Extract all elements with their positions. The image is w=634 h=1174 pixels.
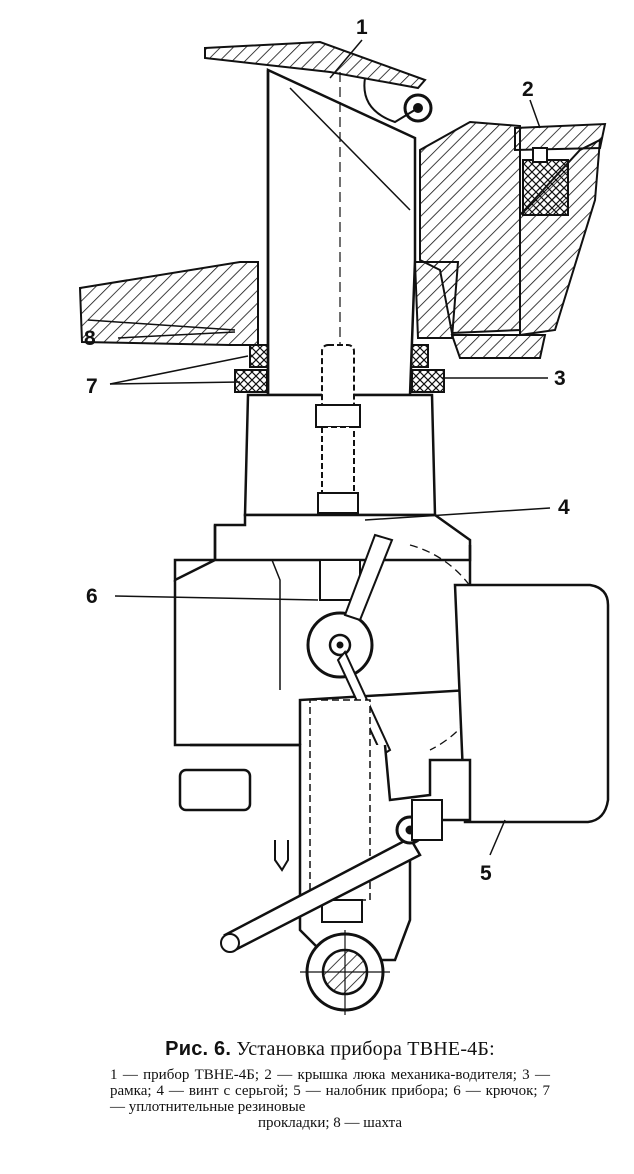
callout-8: 8	[84, 327, 96, 350]
leader-lines	[109, 39, 551, 856]
seal-pads	[234, 344, 445, 393]
lower-body	[178, 699, 472, 1015]
callout-3: 3	[554, 367, 566, 390]
callout-5: 5	[480, 862, 492, 885]
callout-6: 6	[86, 585, 98, 608]
callout-2: 2	[522, 78, 534, 101]
callout-1: 1	[356, 16, 368, 39]
legend-text: 1 — прибор ТВНЕ-4Б; 2 — крышка люка меха…	[110, 1067, 550, 1115]
technical-drawing: 1 2 3 4 5 6 7 8	[78, 16, 610, 1015]
caption-legend: 1 — прибор ТВНЕ-4Б; 2 — крышка люка меха…	[110, 1067, 550, 1131]
hatch-lid	[204, 40, 427, 90]
figure-caption: Рис. 6. Установка прибора ТВНЕ-4Б: 1 — п…	[110, 1038, 550, 1131]
figure-number: Рис. 6.	[165, 1038, 232, 1060]
callout-4: 4	[558, 496, 570, 519]
callout-labels: 1 2 3 4 5 6 7 8	[84, 16, 570, 885]
shaft	[78, 261, 460, 346]
callout-7: 7	[86, 375, 98, 398]
legend-text-last: прокладки; 8 — шахта	[257, 1115, 403, 1131]
hinge	[363, 77, 433, 124]
screw-with-shackle	[315, 344, 361, 562]
handle	[220, 799, 443, 953]
driver-hatch-cover	[419, 120, 607, 359]
caption-title-text: Установка прибора ТВНЕ-4Б:	[236, 1038, 495, 1060]
device-headrest	[453, 583, 610, 824]
caption-title: Рис. 6. Установка прибора ТВНЕ-4Б:	[110, 1038, 550, 1061]
